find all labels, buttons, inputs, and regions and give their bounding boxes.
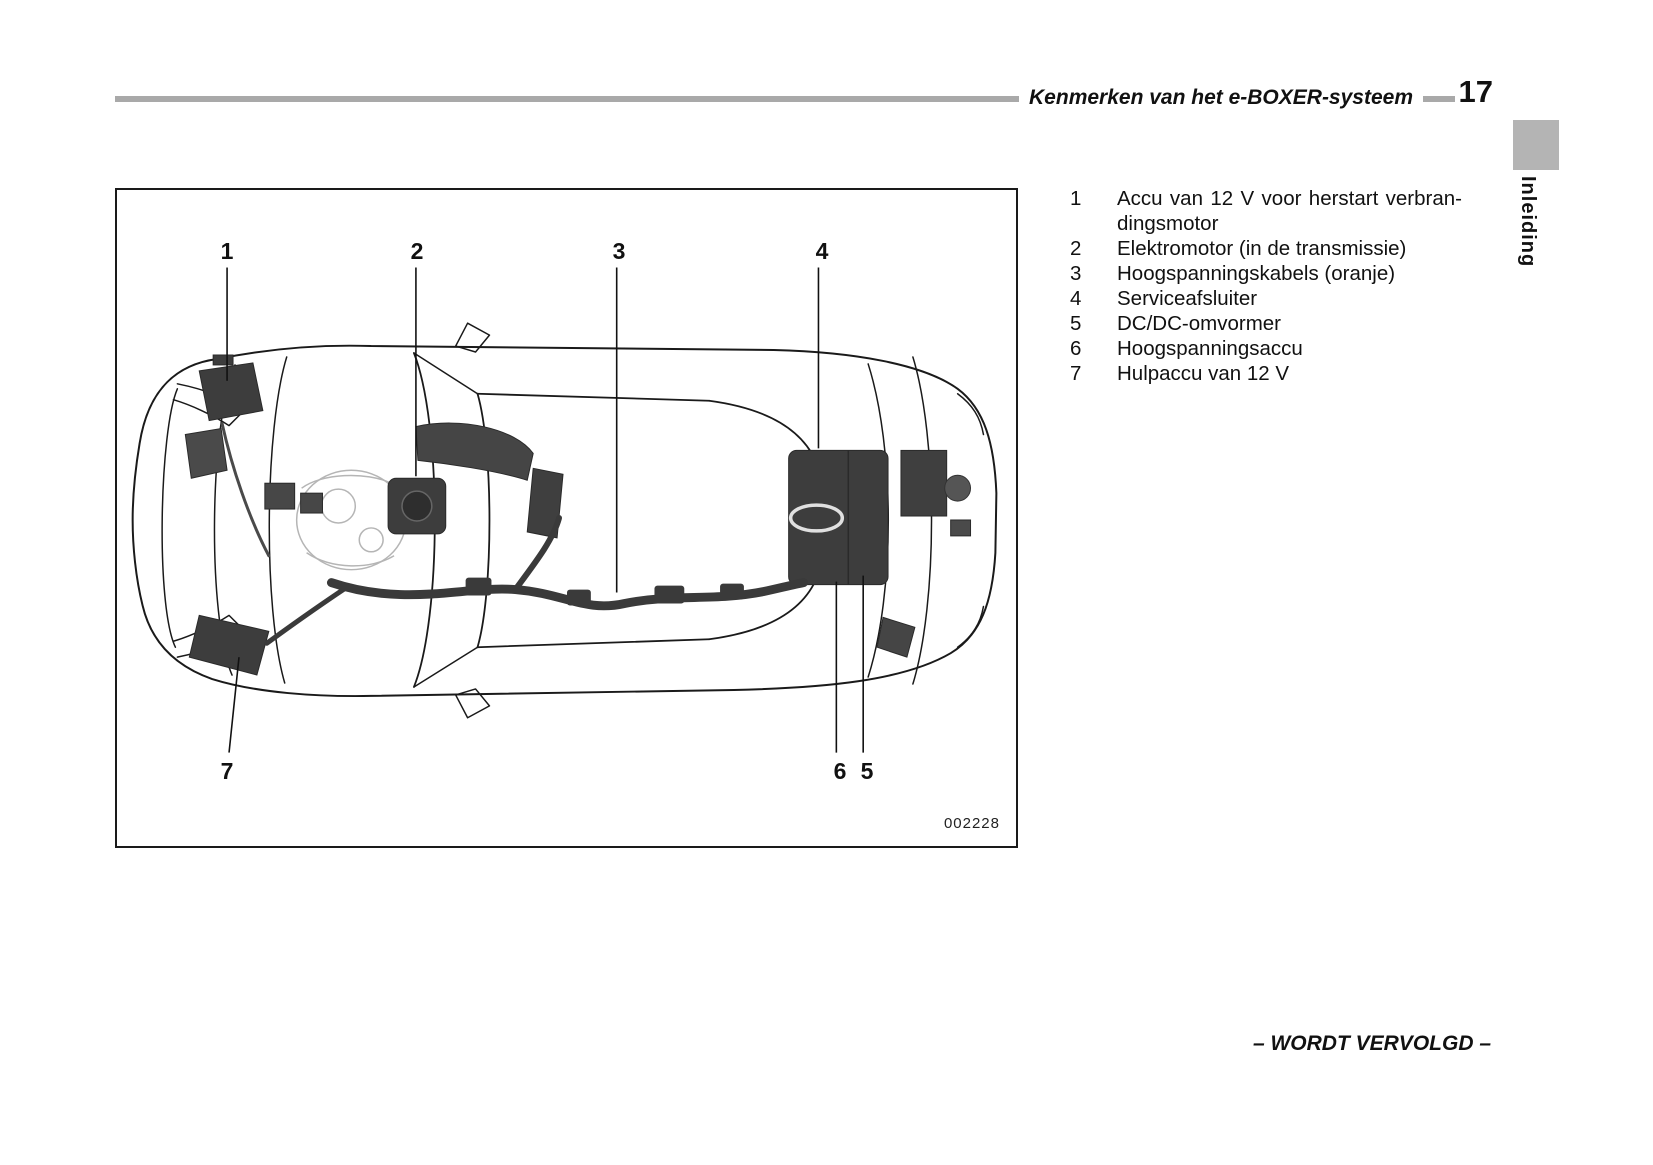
callout-number-3: 3 — [612, 238, 626, 264]
legend-item-text: Hulpaccu van 12 V — [1117, 362, 1290, 385]
car-top-view-diagram — [131, 267, 998, 753]
legend-item-text: Elektromotor (in de transmissie) — [1117, 237, 1407, 260]
callout-number-6: 6 — [833, 758, 847, 784]
hv-cable-harness — [220, 422, 809, 646]
legend-item-number: 4 — [1070, 287, 1082, 310]
legend-list: 1 Accu van 12 V voor herstart verbran-di… — [1070, 186, 1462, 386]
figure-code: 002228 — [943, 815, 1000, 832]
callout-lines — [226, 267, 864, 753]
legend-item: 3 Hoogspanningskabels (oranje) — [1070, 261, 1462, 286]
callout-number-2: 2 — [410, 238, 424, 264]
hybrid-components — [184, 354, 972, 676]
callout-number-7: 7 — [220, 758, 234, 784]
figure-box: 1 2 3 4 7 6 5 002228 — [115, 188, 1018, 848]
harness-connectors — [465, 577, 744, 606]
legend-item: 1 Accu van 12 V voor herstart verbran-di… — [1070, 186, 1462, 236]
callout-number-1: 1 — [220, 238, 234, 264]
chapter-tab-label: Inleiding — [1517, 176, 1539, 268]
legend-item: 7 Hulpaccu van 12 V — [1070, 361, 1462, 386]
legend-item-number: 2 — [1070, 237, 1082, 260]
legend-item: 6 Hoogspanningsaccu — [1070, 336, 1462, 361]
legend-item-text: Accu van 12 V voor herstart verbran-ding… — [1117, 187, 1462, 235]
legend-item-text: Hoogspanningsaccu — [1117, 337, 1303, 360]
legend-item: 2 Elektromotor (in de transmissie) — [1070, 236, 1462, 261]
legend-item-number: 5 — [1070, 312, 1082, 335]
legend-item-number: 6 — [1070, 337, 1082, 360]
legend-item: 5 DC/DC-omvormer — [1070, 311, 1462, 336]
continued-footer: – WORDT VERVOLGD – — [1252, 1032, 1491, 1055]
legend-item-text: Serviceafsluiter — [1117, 287, 1258, 310]
callout-number-5: 5 — [860, 758, 874, 784]
header-rule — [115, 96, 1497, 102]
car-body-outline — [131, 322, 998, 719]
page-number: 17 — [1454, 74, 1497, 110]
callout-number-4: 4 — [815, 238, 829, 264]
legend-item-number: 1 — [1070, 187, 1082, 210]
legend-item-text: DC/DC-omvormer — [1117, 312, 1281, 335]
legend-item: 4 Serviceafsluiter — [1070, 286, 1462, 311]
legend-item-number: 7 — [1070, 362, 1082, 385]
legend-item-number: 3 — [1070, 262, 1082, 285]
legend-item-text: Hoogspanningskabels (oranje) — [1117, 262, 1396, 285]
chapter-tab-marker — [1513, 120, 1559, 170]
section-title: Kenmerken van het e-BOXER-systeem — [1019, 86, 1423, 110]
